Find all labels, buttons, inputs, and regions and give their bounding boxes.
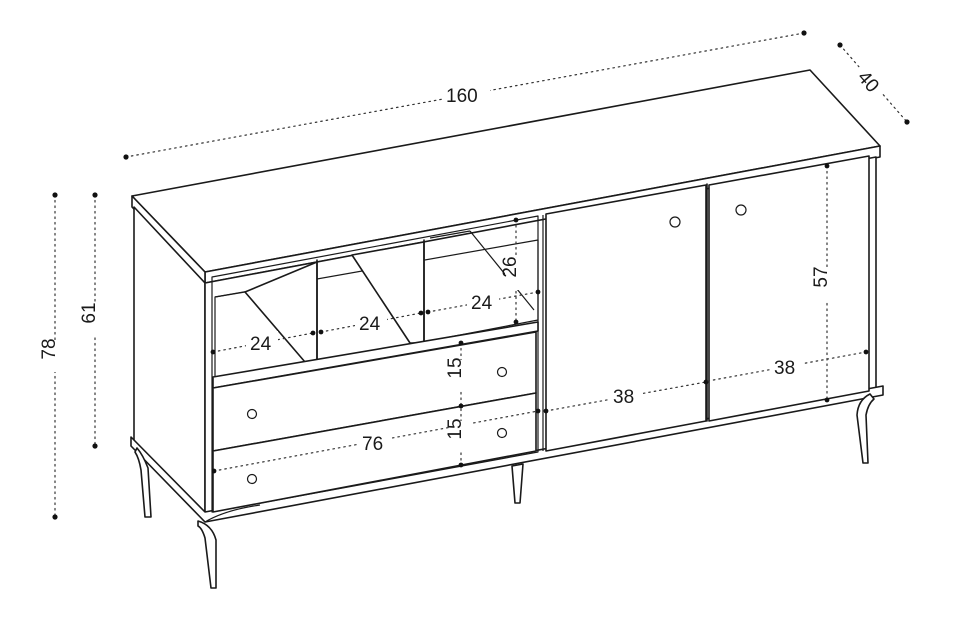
door-2-width-line [707,351,867,382]
label-bg-drawer2 [450,421,472,451]
comp1-dim-right [310,330,316,336]
door1-dim-left [543,408,549,414]
compartment-back-slope-3 [469,230,535,311]
label-compartment-2-width: 24 [359,314,381,335]
door-1-width-line [545,381,707,412]
leg-back-left [134,447,152,518]
drawer-top-knob-right-icon [496,366,508,378]
comp3-dim-right [535,289,541,295]
shelf-height-dim-top [513,217,519,223]
label-overall-width: 160 [446,86,478,107]
depth-dim-end-top [837,42,843,48]
door-left [545,184,707,452]
label-bg-door1 [609,384,643,406]
door-left-knob-icon [669,216,681,228]
label-door-height: 57 [811,266,832,287]
door2-dim-right [863,349,869,355]
label-compartment-1-width: 24 [250,334,272,355]
label-bg-comp1 [246,331,278,353]
label-bg-comp3 [467,290,499,312]
leg-left-curve [204,504,261,523]
label-bg-width [444,84,490,106]
comp3-dim-left [425,309,431,315]
door1-dim-right [703,379,709,385]
label-body-height: 61 [79,302,100,323]
drawer-top-knob-left-icon [246,408,258,420]
drawer1-dim-top [458,340,464,346]
comp2-dim-left [318,329,324,335]
label-drawer-width: 76 [362,434,383,455]
drawer1-dim-bottom [458,403,464,409]
label-bg-drawer-width [358,431,392,453]
label-bg-drawer1 [450,360,472,390]
label-bg-overall-height [44,340,66,372]
cabinet-outline [130,69,884,523]
door-right-knob-icon [735,204,747,216]
label-bg-shelf-height [505,258,527,290]
shelf-height-dim-bottom [513,319,519,325]
label-bg-door-height [816,267,838,301]
depth-dim-end-bottom [904,119,910,125]
label-bg-comp2 [355,311,387,333]
label-door-1-width: 38 [613,387,634,408]
label-overall-height: 78 [39,338,60,359]
label-bg-body-height [84,304,106,336]
label-bg-door2 [770,355,804,377]
cabinet-plinth [130,385,884,523]
width-dim-end-left [123,154,129,160]
dimension-labels: 160 40 78 61 26 24 24 24 15 15 76 38 38 … [39,60,889,455]
drawer-bottom-knob-left-icon [246,473,258,485]
label-shelf-height: 26 [500,256,521,277]
width-dim-end-right [801,30,807,36]
open-bay-frame [211,215,539,513]
leg-front-right [856,393,875,464]
compartment-back-top-1 [214,291,246,298]
door-right [708,155,870,422]
label-door-2-width: 38 [774,358,795,379]
label-bg-depth [849,60,889,102]
door-height-dim-bottom [824,397,830,403]
drawer-width-dim-right [535,408,541,414]
overall-height-dim-bottom [52,514,58,520]
comp1-dim-left [210,349,216,355]
leg-front-left [197,520,217,589]
comp2-dim-right [418,310,424,316]
label-drawer-2-height: 15 [445,418,466,439]
overall-height-dim-top [52,192,58,198]
compartment-back [214,239,539,383]
body-height-dim-bottom [92,443,98,449]
drawer-width-dim-left [211,468,217,474]
shelf [212,321,539,389]
door-height-dim-top [824,163,830,169]
drawer-bottom-knob-right-icon [496,427,508,439]
compartment-back-top-3 [429,230,471,239]
cabinet-legs [134,393,875,589]
leg-front-middle [511,463,524,504]
body-height-dim-top [92,192,98,198]
label-compartment-3-width: 24 [471,293,493,314]
drawer2-dim-bottom [458,462,464,468]
label-drawer-1-height: 15 [445,357,466,378]
